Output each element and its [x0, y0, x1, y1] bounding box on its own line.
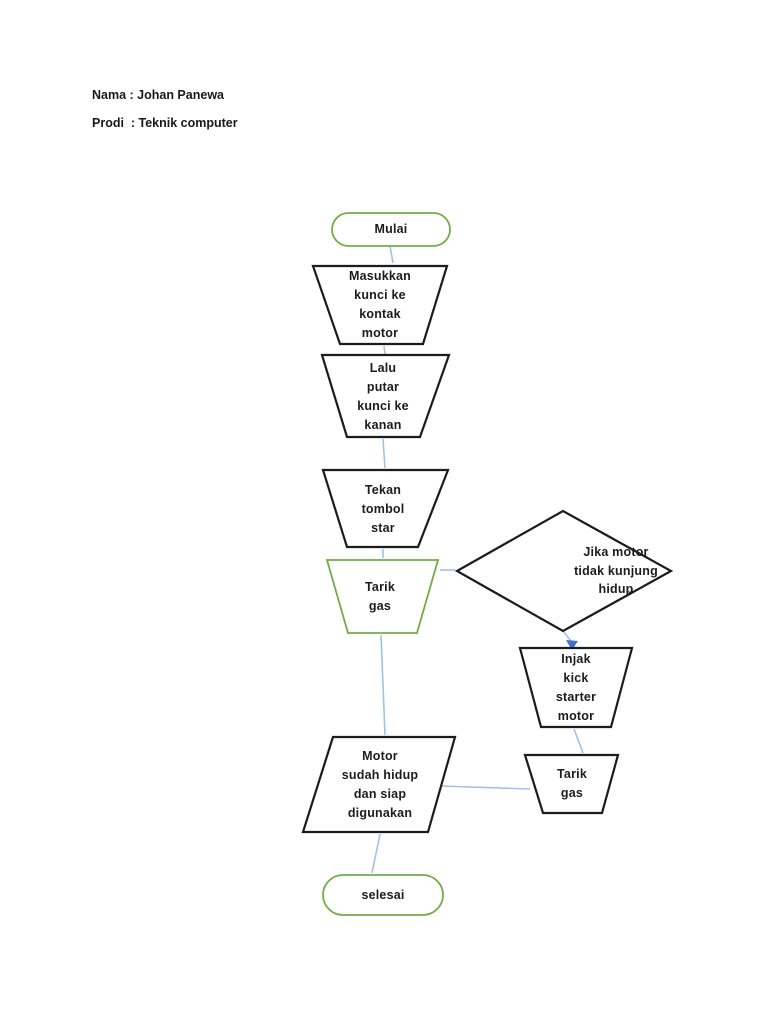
shape-terminator-selesai	[322, 874, 444, 916]
shape-trapezoid-tekan	[321, 468, 450, 549]
shape-parallelogram-motorhidup	[301, 735, 457, 834]
node-label-tarikgas1: Tarik gas	[365, 580, 395, 613]
shape-terminator-mulai	[331, 212, 451, 247]
node-label-injak: Injak kick starter motor	[555, 652, 597, 723]
node-label-putar: Lalu putar kunci ke kanan	[357, 361, 409, 432]
connector-tarikgas2-motorhidup	[440, 785, 531, 790]
shape-trapezoid-putar	[320, 353, 451, 439]
student-name-line: Nama : Johan Panewa	[92, 88, 224, 102]
connector-putar-tekan	[382, 438, 386, 469]
connector-tarikgas1-motorhidup	[380, 634, 386, 736]
node-label-tekan: Tekan tombol star	[361, 482, 405, 535]
node-label-masukkan: Masukkan kunci ke kontak motor	[348, 269, 412, 340]
shape-trapezoid-tarikgas2	[523, 753, 620, 815]
node-label-mulai: Mulai	[374, 222, 408, 236]
shape-decision-diamond	[454, 509, 674, 633]
shape-trapezoid-tarikgas1	[325, 559, 440, 634]
node-label-decision: Jika motor tidak kunjung hidup	[574, 545, 658, 597]
node-label-tarikgas2: Tarik gas	[557, 767, 587, 800]
shape-trapezoid-injak	[518, 646, 634, 729]
connector-injak-tarikgas2	[573, 728, 584, 754]
connector-motorhidup-selesai	[371, 833, 381, 874]
connector-masukkan-putar	[383, 345, 386, 355]
arrowhead-into-injak	[566, 640, 578, 650]
node-label-selesai: selesai	[361, 887, 405, 902]
connector-mulai-masukkan	[389, 245, 394, 264]
node-label-motorhidup: Motor sudah hidup dan siap digunakan	[341, 749, 419, 820]
connector-decision-injak	[563, 631, 572, 642]
student-program-line: Prodi : Teknik computer	[92, 116, 238, 130]
shape-trapezoid-masukkan	[311, 264, 449, 346]
connector-lines	[371, 245, 584, 874]
